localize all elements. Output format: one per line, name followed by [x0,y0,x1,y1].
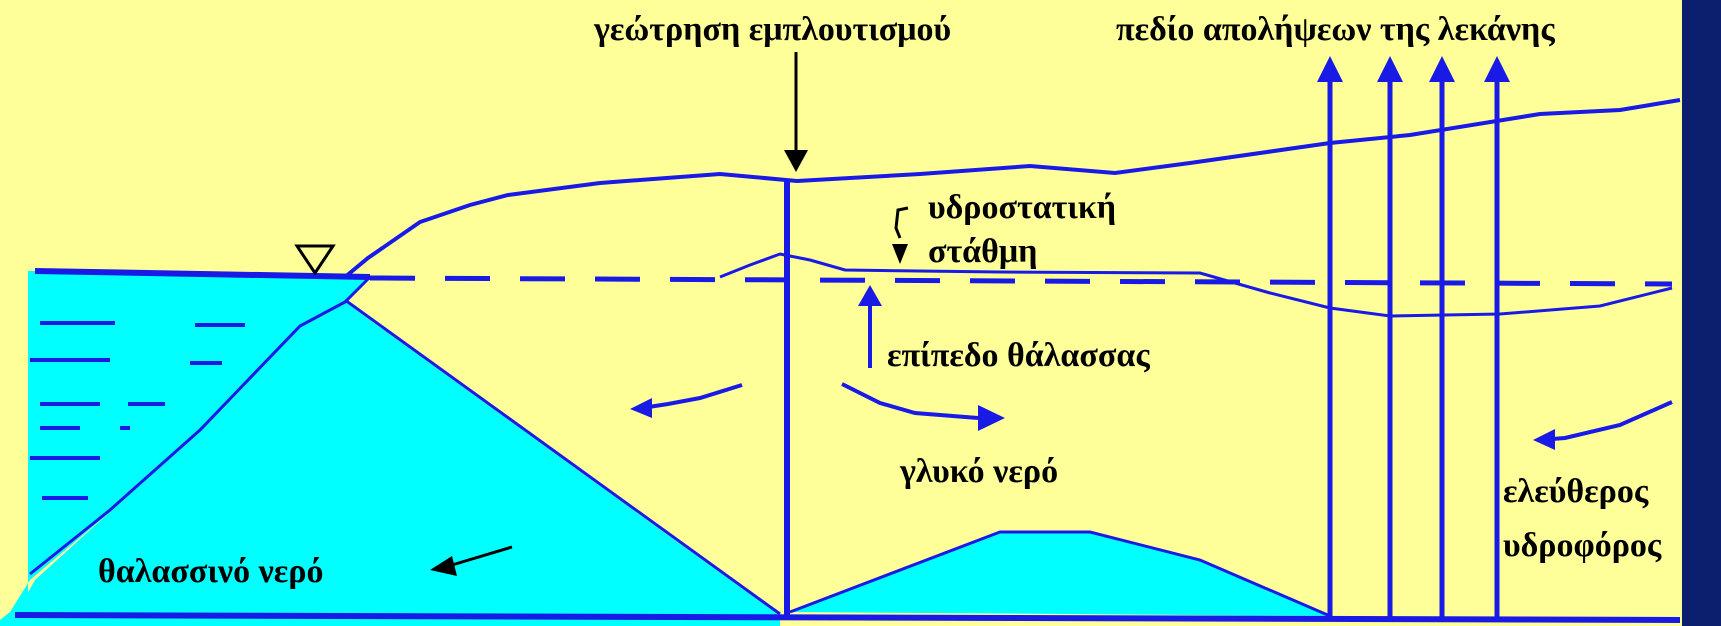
piezometric-surface-line [719,252,1673,318]
recharge-well-label: γεώτρηση εμπλουτισμού [593,11,951,48]
piezometric-label-line1: υδροστατική [928,189,1116,226]
flow-arrow-right [841,382,979,420]
piezometric-label-line2: στάθμη [928,233,1037,270]
pumping-wells [1317,56,1510,620]
pumping-field-label: πεδίο απολήψεων της λεκάνης [1116,11,1555,48]
saltwater-lens [790,532,1330,616]
sea-level-dashed-line [369,275,1673,287]
flow-arrow-inland [1551,400,1673,441]
flow-arrows [430,285,1673,576]
unconfined-aquifer-label-line1: ελεύθερος [1503,473,1649,510]
unconfined-aquifer-label-line2: υδροφόρος [1503,527,1662,564]
aquifer-base-line [14,612,1681,623]
saltwater-wedge [15,302,780,616]
wedge-boundary-line [344,298,781,616]
recharge-well-arrowhead [784,150,808,172]
sea-level-label: επίπεδο θάλασσας [887,337,1150,374]
ground-surface-line [343,98,1681,279]
sea-water-body [0,271,780,626]
flow-arrow-left [641,383,743,410]
piezometric-pointer [894,206,909,239]
sea-water-label: θαλασσινό νερό [98,553,324,590]
sea-surface-line [34,268,371,280]
sea-water-arrow [451,545,513,567]
sea-to-ground-line [29,275,372,576]
sea-wave-marks [30,321,245,500]
fresh-water-label: γλυκό νερό [899,453,1058,490]
triangle-down-icon [294,244,336,276]
lens-boundary-line [789,530,1331,618]
